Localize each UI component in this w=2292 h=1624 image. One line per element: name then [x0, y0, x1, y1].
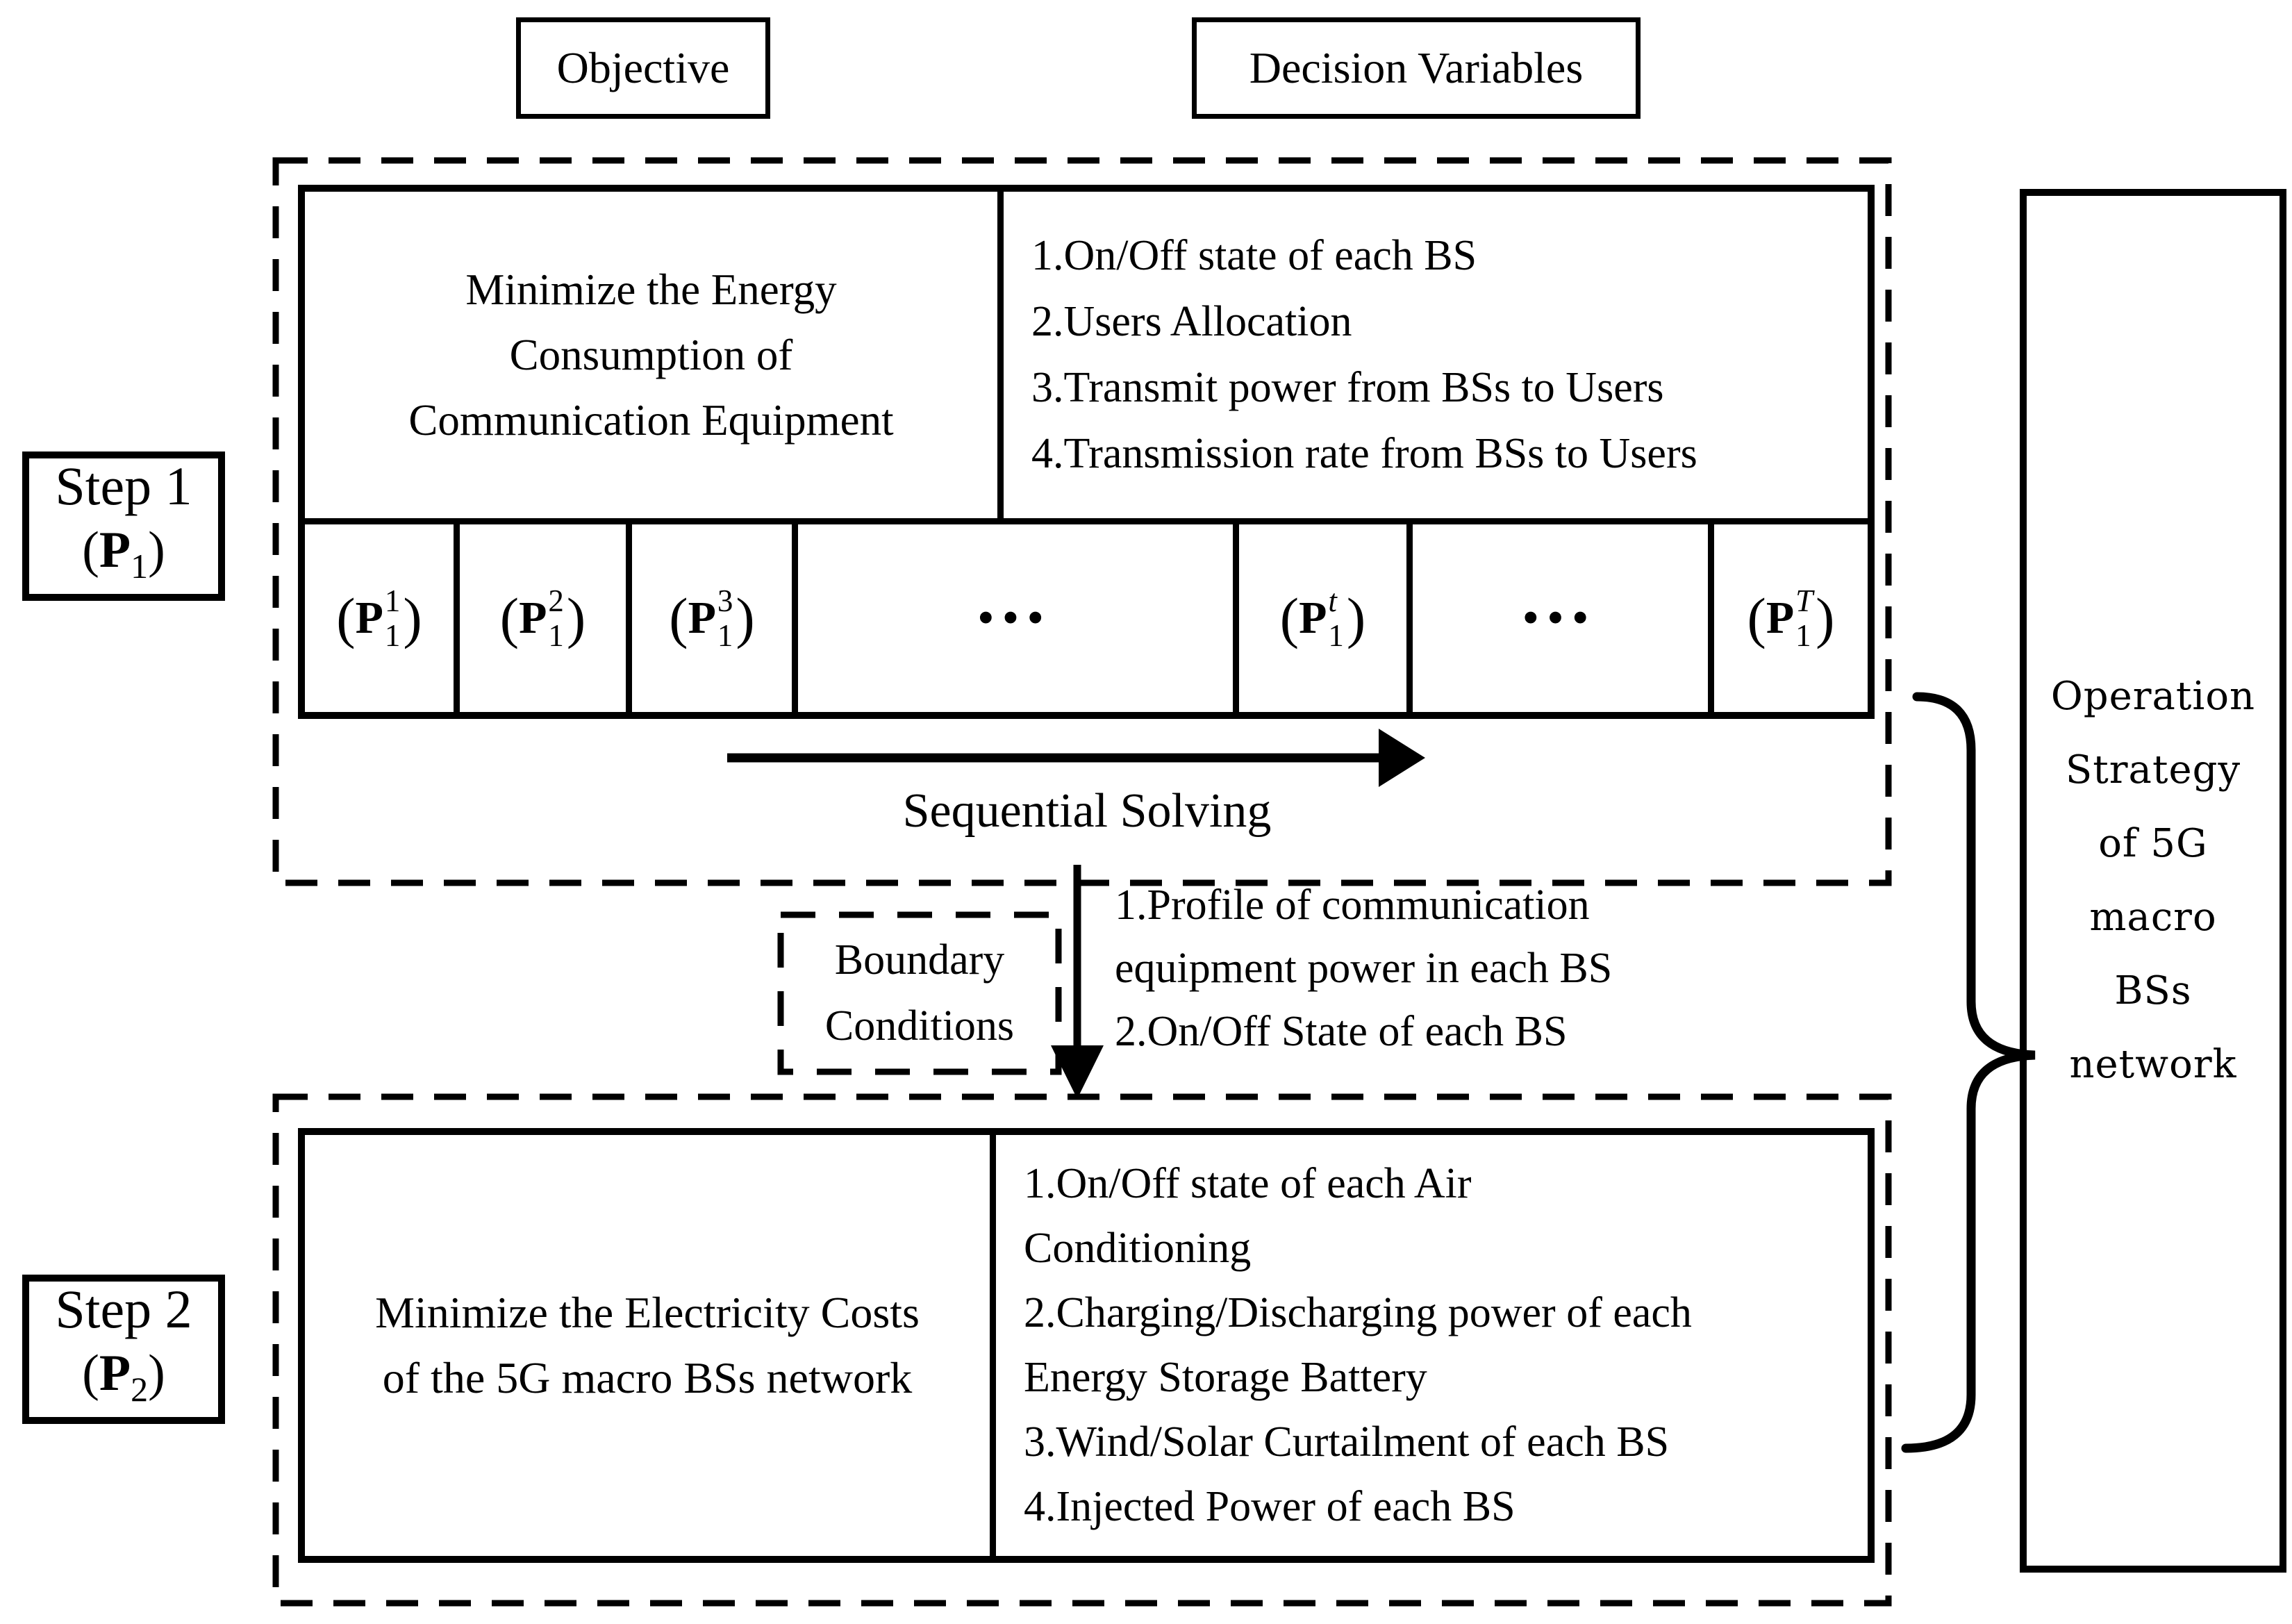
step1-problem-symbol: (P1) — [82, 522, 165, 586]
sequential-solving-label: Sequential Solving — [902, 784, 1272, 838]
step1-top-row: Minimize the Energy Consumption of Commu… — [305, 192, 1868, 518]
boundary-conditions-label: Boundary Conditions — [824, 936, 1015, 1050]
subproblem-ellipsis-box-2: ••• — [1406, 524, 1708, 712]
decision-variables-header-box: Decision Variables — [1192, 17, 1641, 119]
objective-header-box: Objective — [516, 17, 770, 119]
objective-header-label: Objective — [556, 43, 730, 92]
operation-strategy-box: Operation Strategy of 5G macro BSs netwo… — [2020, 189, 2286, 1573]
step1-label-box: Step 1 (P1) — [22, 451, 225, 601]
step2-label-box: Step 2 (P2) — [22, 1275, 225, 1424]
sequential-solving-arrow — [727, 729, 1425, 787]
curly-brace — [1901, 692, 2036, 1453]
step2-objective-cell: Minimize the Electricity Costs of the 5G… — [305, 1135, 996, 1556]
step2-label-text: Step 2 — [55, 1279, 192, 1340]
step1-decision-variables-cell: 1.On/Off state of each BS 2.Users Alloca… — [1004, 192, 1868, 518]
step1-outputs-text: 1.Profile of communication equipment pow… — [1115, 881, 1613, 1055]
step1-dashed-region — [272, 157, 1892, 886]
boundary-conditions-dashed-box — [777, 911, 1062, 1075]
step1-main-box: Minimize the Energy Consumption of Commu… — [298, 185, 1875, 719]
decision-variables-header-label: Decision Variables — [1249, 43, 1584, 92]
step2-main-box: Minimize the Electricity Costs of the 5G… — [298, 1128, 1875, 1563]
step1-to-step2-arrow — [1051, 865, 1104, 1099]
step2-decision-variables-cell: 1.On/Off state of each Air Conditioning … — [996, 1135, 1868, 1556]
step1-label-text: Step 1 — [55, 456, 192, 517]
subproblem-ellipsis-box-1: ••• — [792, 524, 1233, 712]
step2-problem-symbol: (P2) — [82, 1345, 165, 1409]
step2-decision-variables-list: 1.On/Off state of each Air Conditioning … — [1024, 1160, 1692, 1530]
step2-dashed-region — [272, 1093, 1892, 1607]
step1-decision-variables-list: 1.On/Off state of each BS 2.Users Alloca… — [1031, 232, 1697, 477]
step1-objective-cell: Minimize the Energy Consumption of Commu… — [305, 192, 1004, 518]
